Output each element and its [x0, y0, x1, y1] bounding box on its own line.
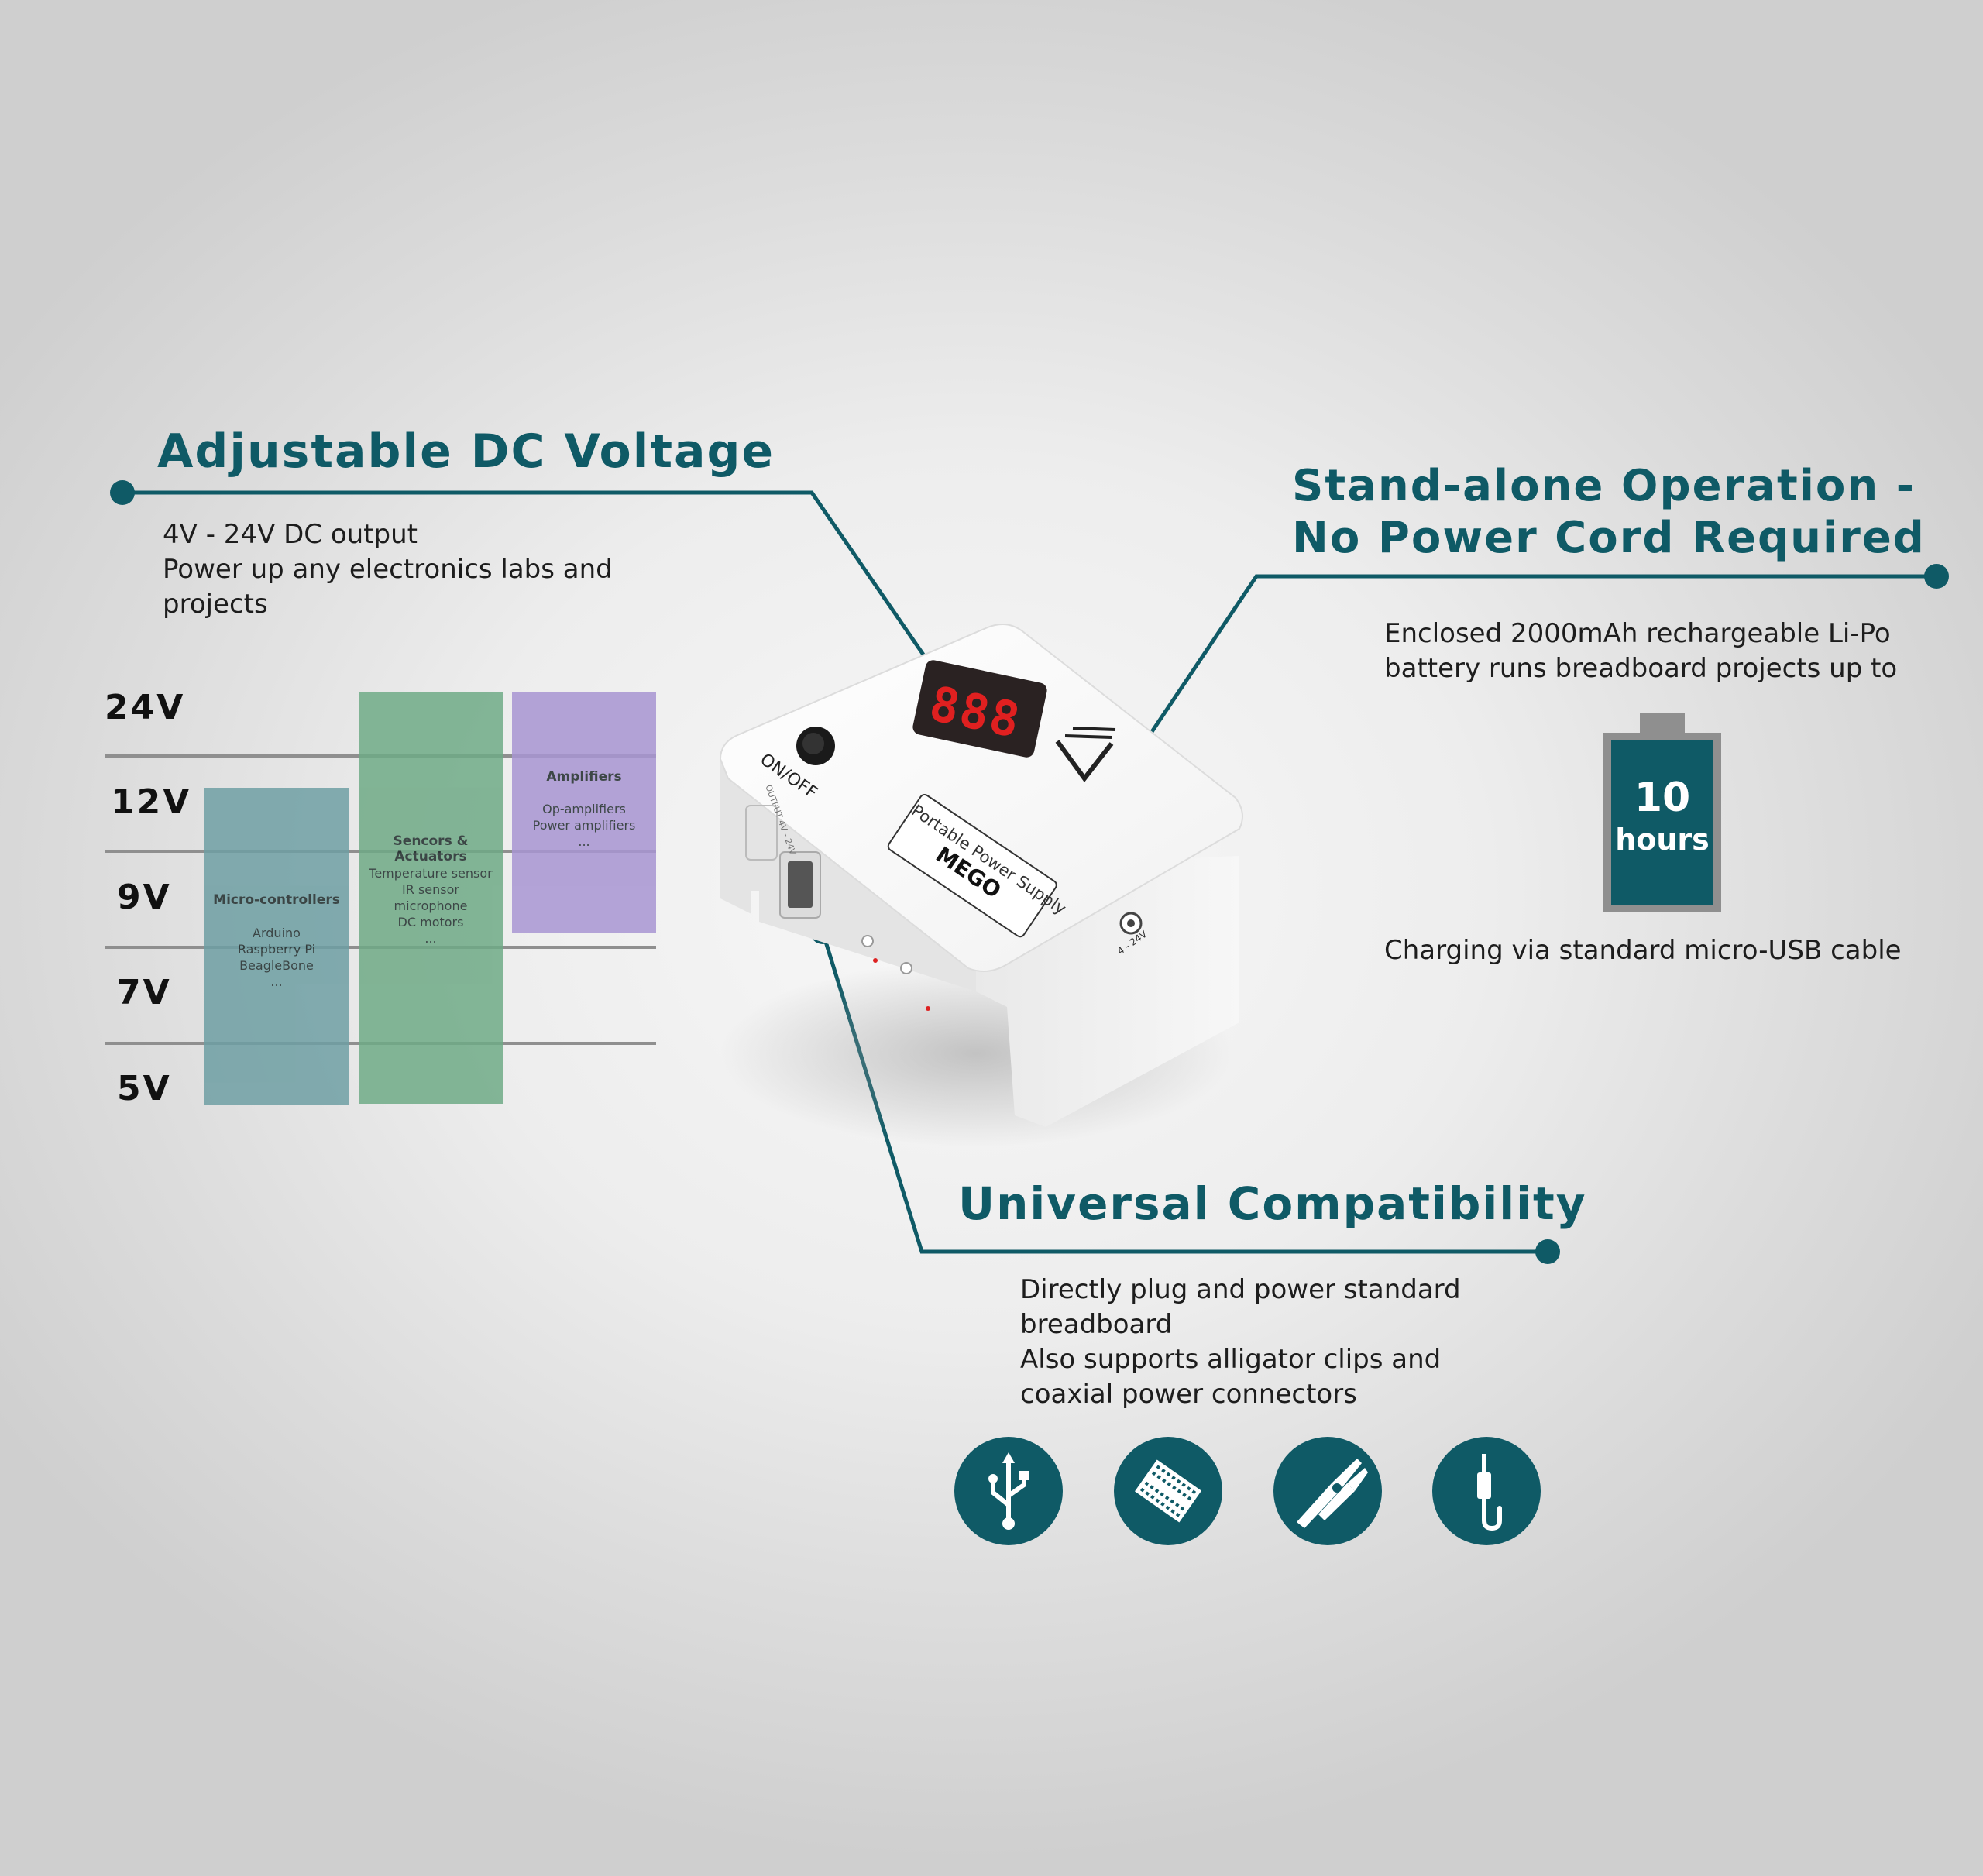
- breadboard-icon: [1114, 1437, 1222, 1545]
- alligator-clip-icon: [1273, 1437, 1382, 1545]
- usb-icon: [954, 1437, 1063, 1545]
- sensor-item: DC motors: [397, 915, 464, 929]
- power-button[interactable]: [796, 727, 835, 765]
- micro-item: ...: [270, 974, 283, 989]
- amplifiers-title: Amplifiers: [546, 769, 622, 785]
- sensor-item: microphone: [394, 898, 468, 913]
- voltage-label-24v: 24V: [105, 688, 186, 727]
- universal-description: Directly plug and power standard breadbo…: [1020, 1273, 1461, 1412]
- adjustable-line-2: Power up any electronics labs and: [163, 554, 613, 585]
- device-body: [719, 624, 1243, 1146]
- adjustable-voltage-title: Adjustable DC Voltage: [157, 424, 775, 479]
- sensors-title: Sencors & Actuators: [393, 833, 469, 864]
- voltage-label-7v: 7V: [117, 973, 172, 1012]
- battery-fill: [1611, 740, 1713, 905]
- standalone-title-line-2: No Power Cord Required: [1292, 513, 1926, 563]
- microcontrollers-column: Micro-controllers Arduino Raspberry Pi B…: [204, 788, 349, 1105]
- adjustable-line-3: projects: [163, 589, 268, 620]
- battery-terminal: [1640, 713, 1685, 733]
- battery-icon: 10 hours: [1603, 713, 1721, 912]
- standalone-line-2: battery runs breadboard projects up to: [1384, 653, 1898, 684]
- standalone-line-1: Enclosed 2000mAh rechargeable Li-Po: [1384, 618, 1891, 649]
- universal-title: Universal Compatibility: [958, 1177, 1587, 1230]
- micro-item: Raspberry Pi: [237, 942, 316, 957]
- charging-note: Charging via standard micro-USB cable: [1384, 935, 1902, 966]
- voltage-label-5v: 5V: [117, 1069, 172, 1108]
- micro-item: BeagleBone: [239, 958, 314, 973]
- sensor-item: IR sensor: [402, 882, 459, 897]
- voltage-label-12v: 12V: [111, 782, 192, 822]
- sensor-item: Temperature sensor: [369, 866, 493, 881]
- battery-hours-unit: hours: [1615, 823, 1710, 857]
- amplifier-item: ...: [578, 834, 590, 849]
- micro-item: Arduino: [253, 926, 301, 940]
- sensor-item: ...: [424, 931, 437, 946]
- standalone-title-line-1: Stand-alone Operation -: [1292, 461, 1916, 511]
- power-supply-device: 888 ON/OFF Portable Power Supply MEGO OU…: [682, 620, 1255, 1162]
- universal-line-1: Directly plug and power standard: [1020, 1274, 1461, 1305]
- coaxial-connector-icon: [1432, 1437, 1541, 1545]
- battery-hours-value: 10: [1634, 775, 1691, 821]
- sensors-column: Sencors & Actuators Temperature sensor I…: [359, 692, 503, 1104]
- universal-line-3: Also supports alligator clips and: [1020, 1344, 1442, 1375]
- voltage-label-9v: 9V: [117, 878, 172, 917]
- universal-line-2: breadboard: [1020, 1309, 1173, 1340]
- adjustable-line-1: 4V - 24V DC output: [163, 519, 418, 550]
- amplifiers-column: Amplifiers Op-amplifiers Power amplifier…: [512, 692, 656, 933]
- universal-line-4: coaxial power connectors: [1020, 1379, 1357, 1410]
- microcontrollers-title: Micro-controllers: [213, 892, 340, 908]
- amplifier-item: Op-amplifiers: [542, 802, 626, 816]
- standalone-description: Enclosed 2000mAh rechargeable Li-Po batt…: [1384, 617, 1897, 686]
- amplifier-item: Power amplifiers: [532, 818, 636, 833]
- adjustable-voltage-description: 4V - 24V DC output Power up any electron…: [163, 517, 613, 622]
